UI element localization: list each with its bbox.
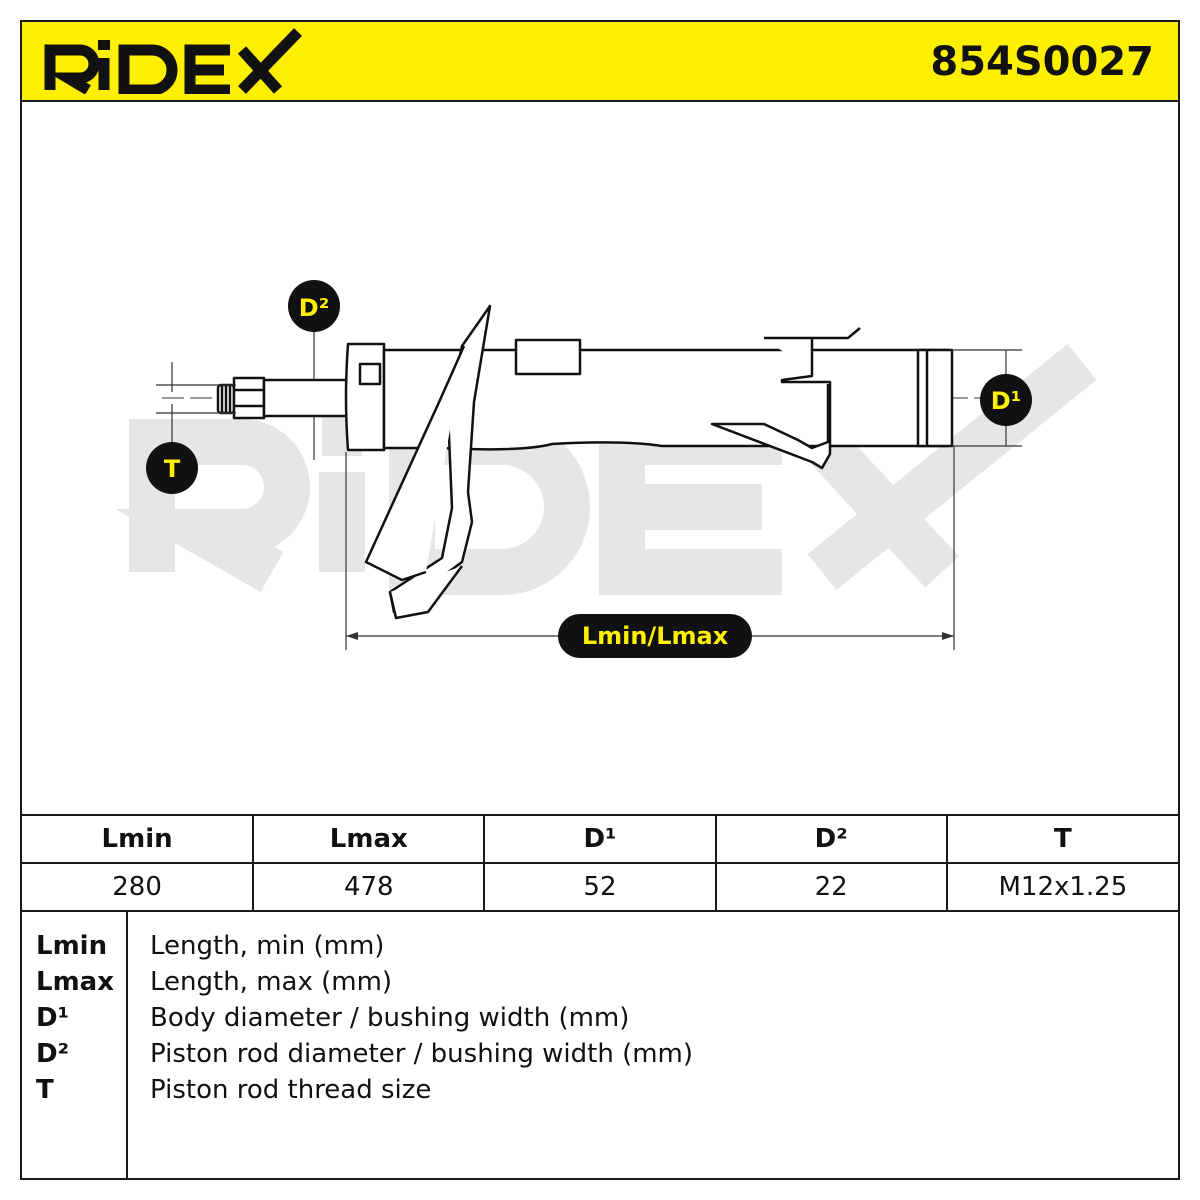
legend-item: Lmin Length, min (mm) [22, 928, 1178, 964]
part-number: 854S0027 [930, 39, 1154, 85]
specs-table: Lmin Lmax D¹ D² T 280 478 52 22 M12x1.25 [22, 814, 1178, 912]
header-d1: D¹ [483, 814, 717, 864]
legend-description: Length, max (mm) [150, 967, 393, 997]
product-sheet: 854S0027 [20, 20, 1180, 1180]
value-lmin: 280 [22, 862, 255, 912]
legend-description: Piston rod diameter / bushing width (mm) [150, 1039, 694, 1069]
header-lmin: Lmin [22, 814, 255, 864]
legend-description: Length, min (mm) [150, 931, 385, 961]
svg-text:D²: D² [299, 294, 329, 322]
value-lmax: 478 [252, 862, 486, 912]
legend-item: T Piston rod thread size [22, 1072, 1178, 1108]
value-d2: 22 [714, 862, 948, 912]
value-t: M12x1.25 [945, 862, 1178, 912]
legend-item: D² Piston rod diameter / bushing width (… [22, 1036, 1178, 1072]
d1-label: D¹ [980, 374, 1032, 426]
ridex-logo [44, 28, 302, 94]
t-label: T [146, 442, 198, 494]
d2-label: D² [288, 280, 340, 332]
specs-header-row: Lmin Lmax D¹ D² T [22, 814, 1178, 864]
legend-divider [126, 912, 128, 1178]
legend: Lmin Length, min (mm) Lmax Length, max (… [22, 912, 1178, 1178]
legend-key: T [36, 1075, 54, 1105]
length-label: Lmin/Lmax [558, 614, 752, 658]
svg-text:T: T [164, 455, 181, 483]
legend-key: D¹ [36, 1003, 69, 1033]
shock-absorber-drawing: D² T D¹ Lmin/Lmax [115, 280, 1097, 658]
legend-key: Lmax [36, 967, 114, 997]
svg-text:Lmin/Lmax: Lmin/Lmax [582, 622, 729, 650]
legend-key: Lmin [36, 931, 108, 961]
legend-item: Lmax Length, max (mm) [22, 964, 1178, 1000]
header-bar: 854S0027 [22, 22, 1178, 102]
specs-value-row: 280 478 52 22 M12x1.25 [22, 862, 1178, 912]
legend-key: D² [36, 1039, 69, 1069]
header-lmax: Lmax [252, 814, 486, 864]
header-d2: D² [714, 814, 948, 864]
legend-item: D¹ Body diameter / bushing width (mm) [22, 1000, 1178, 1036]
svg-text:D¹: D¹ [991, 387, 1021, 415]
value-d1: 52 [483, 862, 717, 912]
legend-description: Body diameter / bushing width (mm) [150, 1003, 630, 1033]
header-t: T [945, 814, 1178, 864]
legend-description: Piston rod thread size [150, 1075, 432, 1105]
